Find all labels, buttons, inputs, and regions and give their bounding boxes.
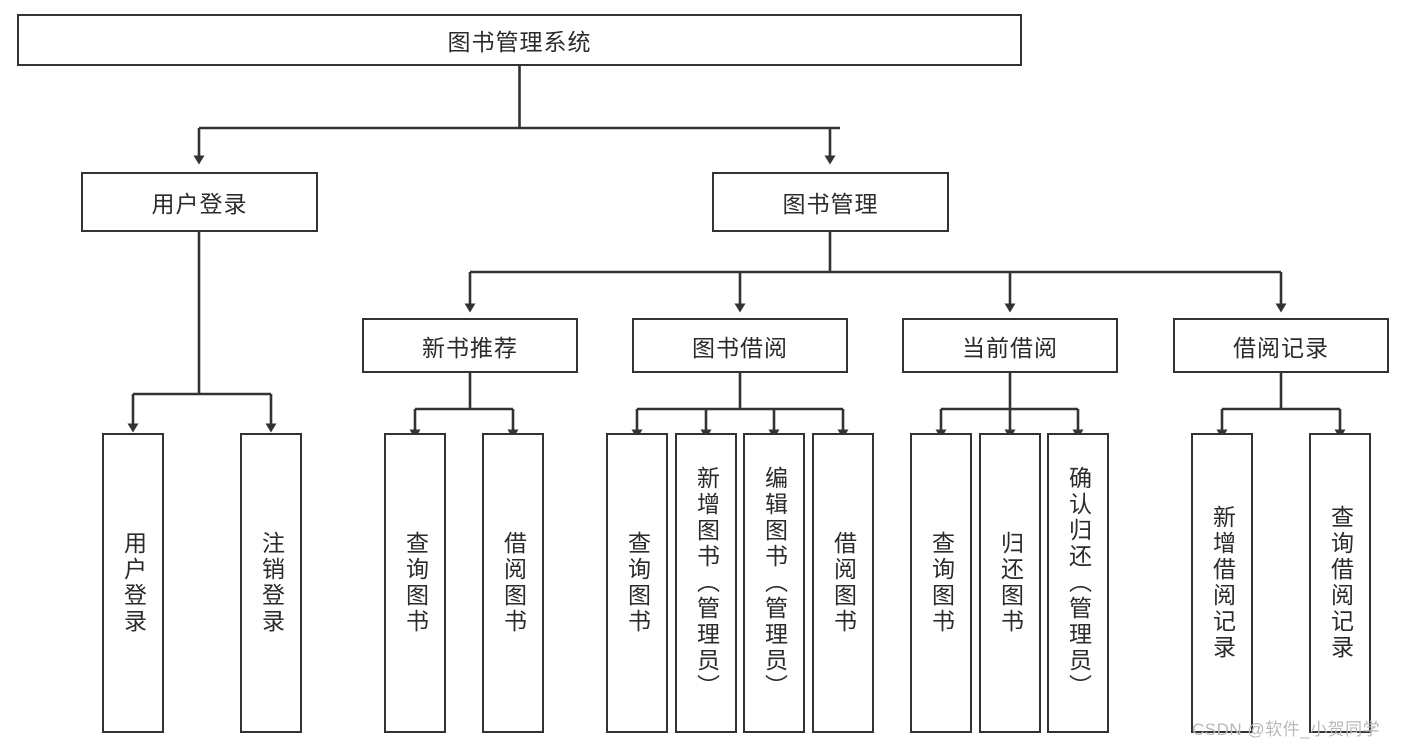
leaf-bookborrow-borrow-book[interactable]: 借阅图书 bbox=[812, 433, 874, 733]
node-label: 新增图书（管理员） bbox=[693, 466, 720, 700]
leaf-bookborrow-add-book[interactable]: 新增图书（管理员） bbox=[675, 433, 737, 733]
node-label: 借阅图书 bbox=[830, 531, 857, 635]
leaf-currentborrow-return-book[interactable]: 归还图书 bbox=[979, 433, 1041, 733]
node-label: 确认归还（管理员） bbox=[1065, 466, 1092, 700]
node-label: 编辑图书（管理员） bbox=[761, 466, 788, 700]
node-label: 新增借阅记录 bbox=[1209, 505, 1236, 661]
node-current-borrow[interactable]: 当前借阅 bbox=[902, 318, 1118, 373]
leaf-user-login-signout[interactable]: 注销登录 bbox=[240, 433, 302, 733]
node-label: 图书借阅 bbox=[692, 334, 788, 361]
node-label: 当前借阅 bbox=[962, 334, 1058, 361]
node-label: 查询图书 bbox=[928, 531, 955, 635]
csdn-watermark: CSDN @软件_小贺同学 bbox=[1192, 720, 1381, 739]
leaf-borrowrecord-add-record[interactable]: 新增借阅记录 bbox=[1191, 433, 1253, 733]
node-root-system[interactable]: 图书管理系统 bbox=[17, 14, 1022, 66]
node-label: 归还图书 bbox=[997, 531, 1024, 635]
node-book-manage[interactable]: 图书管理 bbox=[712, 172, 949, 232]
node-label: 用户登录 bbox=[120, 531, 147, 635]
leaf-currentborrow-confirm-return[interactable]: 确认归还（管理员） bbox=[1047, 433, 1109, 733]
node-label: 新书推荐 bbox=[422, 334, 518, 361]
leaf-bookborrow-edit-book[interactable]: 编辑图书（管理员） bbox=[743, 433, 805, 733]
node-label: 查询图书 bbox=[624, 531, 651, 635]
node-label: 借阅图书 bbox=[500, 531, 527, 635]
node-label: 图书管理 bbox=[782, 191, 879, 217]
node-label: 查询图书 bbox=[402, 531, 429, 635]
leaf-newbook-query-book[interactable]: 查询图书 bbox=[384, 433, 446, 733]
leaf-bookborrow-query-book[interactable]: 查询图书 bbox=[606, 433, 668, 733]
node-borrow-record[interactable]: 借阅记录 bbox=[1173, 318, 1389, 373]
leaf-newbook-borrow-book[interactable]: 借阅图书 bbox=[482, 433, 544, 733]
leaf-borrowrecord-query-record[interactable]: 查询借阅记录 bbox=[1309, 433, 1371, 733]
node-book-borrow[interactable]: 图书借阅 bbox=[632, 318, 848, 373]
node-label: 注销登录 bbox=[258, 531, 285, 635]
leaf-currentborrow-query-book[interactable]: 查询图书 bbox=[910, 433, 972, 733]
node-user-login[interactable]: 用户登录 bbox=[81, 172, 318, 232]
leaf-user-login-signin[interactable]: 用户登录 bbox=[102, 433, 164, 733]
node-new-book-recommend[interactable]: 新书推荐 bbox=[362, 318, 578, 373]
node-label: 借阅记录 bbox=[1233, 334, 1329, 361]
node-label: 查询借阅记录 bbox=[1327, 505, 1354, 661]
node-label: 图书管理系统 bbox=[447, 29, 592, 55]
node-label: 用户登录 bbox=[151, 191, 248, 217]
